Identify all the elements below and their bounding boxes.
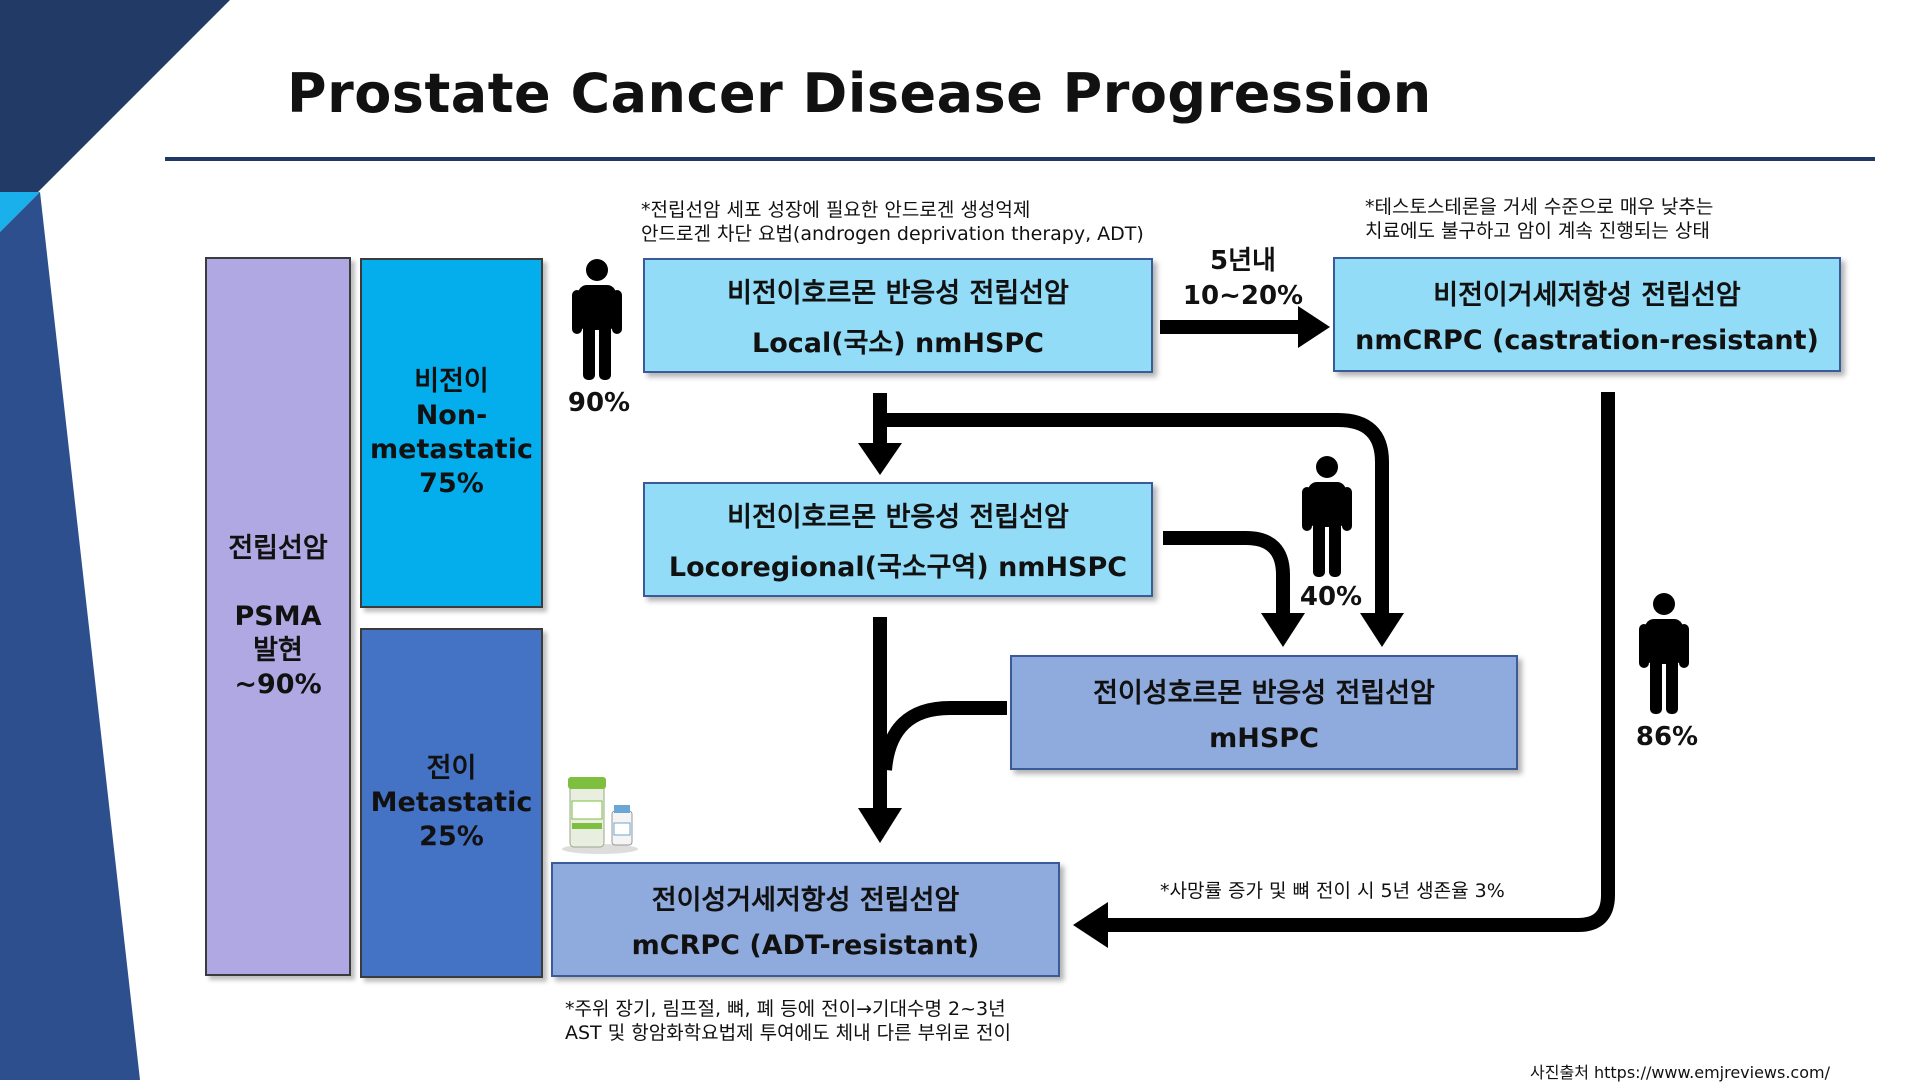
person-icon	[1300, 455, 1354, 577]
person-icon	[1637, 592, 1691, 714]
locoregional-nmhspc-box: 비전이호르몬 반응성 전립선암 Locoregional(국소구역) nmHSP…	[643, 482, 1153, 597]
metastasis-note: *주위 장기, 림프절, 뼈, 폐 등에 전이→기대수명 2~3년 AST 및 …	[565, 997, 1011, 1045]
person-icon	[570, 258, 624, 380]
mhspc-ko: 전이성호르몬 반응성 전립선암	[1093, 671, 1435, 710]
locoregional-nmhspc-en: Locoregional(국소구역) nmHSPC	[669, 545, 1127, 584]
percent-90: 90%	[554, 388, 644, 418]
mhspc-en: mHSPC	[1209, 723, 1319, 754]
five-year-label: 5년내 10~20%	[1178, 244, 1308, 314]
five-year-line1: 5년내	[1178, 244, 1308, 279]
castration-note: *테스토스테론을 거세 수준으로 매우 낮추는 치료에도 불구하고 암이 계속 …	[1365, 195, 1713, 243]
adt-note-line2: 안드로겐 차단 요법(androgen deprivation therapy,…	[641, 222, 1144, 246]
nmcrpc-en: nmCRPC (castration-resistant)	[1355, 325, 1819, 356]
mhspc-box: 전이성호르몬 반응성 전립선암 mHSPC	[1010, 655, 1518, 770]
adt-note: *전립선암 세포 성장에 필요한 안드로겐 생성억제 안드로겐 차단 요법(an…	[641, 198, 1144, 246]
nmcrpc-box: 비전이거세저항성 전립선암 nmCRPC (castration-resista…	[1333, 257, 1841, 372]
image-source-credit: 사진출처 https://www.emjreviews.com/	[1530, 1059, 1830, 1083]
castration-note-line1: *테스토스테론을 거세 수준으로 매우 낮추는	[1365, 195, 1713, 219]
percent-86: 86%	[1622, 722, 1712, 752]
nmcrpc-ko: 비전이거세저항성 전립선암	[1433, 273, 1740, 312]
mcrpc-en: mCRPC (ADT-resistant)	[632, 930, 980, 961]
five-year-line2: 10~20%	[1178, 279, 1308, 314]
medication-product-icon	[560, 775, 642, 855]
percent-40: 40%	[1286, 582, 1376, 612]
local-nmhspc-en: Local(국소) nmHSPC	[752, 321, 1044, 360]
metastasis-note-line1: *주위 장기, 림프절, 뼈, 폐 등에 전이→기대수명 2~3년	[565, 997, 1011, 1021]
castration-note-line2: 치료에도 불구하고 암이 계속 진행되는 상태	[1365, 219, 1713, 243]
mortality-note: *사망률 증가 및 뼈 전이 시 5년 생존율 3%	[1160, 879, 1505, 903]
mcrpc-ko: 전이성거세저항성 전립선암	[652, 878, 959, 917]
metastasis-note-line2: AST 및 항암화학요법제 투여에도 체내 다른 부위로 전이	[565, 1021, 1011, 1045]
adt-note-line1: *전립선암 세포 성장에 필요한 안드로겐 생성억제	[641, 198, 1144, 222]
locoregional-nmhspc-ko: 비전이호르몬 반응성 전립선암	[727, 495, 1069, 534]
mcrpc-box: 전이성거세저항성 전립선암 mCRPC (ADT-resistant)	[551, 862, 1060, 977]
local-nmhspc-box: 비전이호르몬 반응성 전립선암 Local(국소) nmHSPC	[643, 258, 1153, 373]
local-nmhspc-ko: 비전이호르몬 반응성 전립선암	[727, 271, 1069, 310]
